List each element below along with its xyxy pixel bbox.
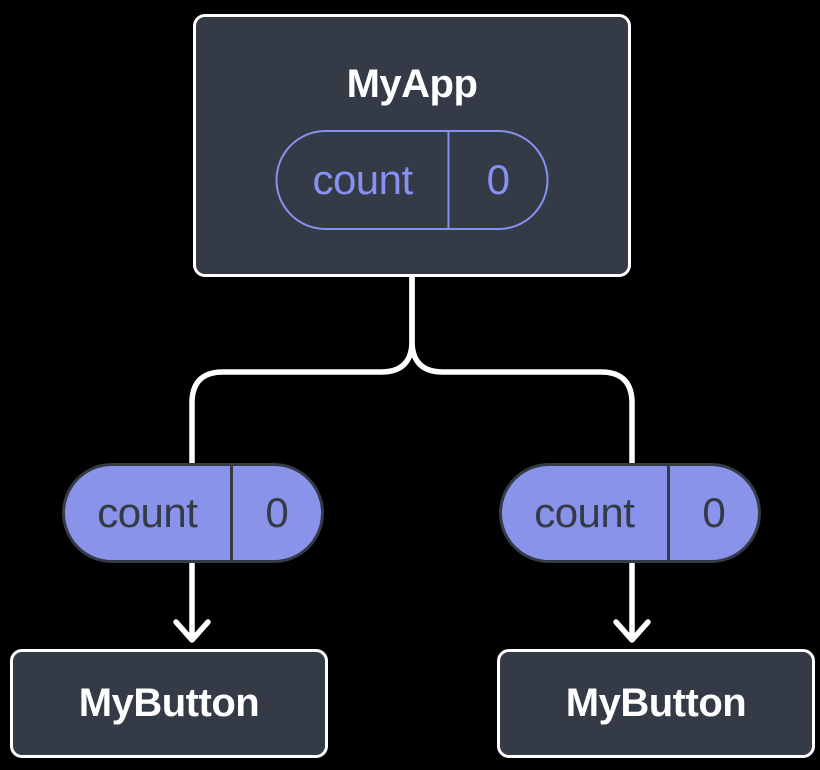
state-name: count xyxy=(502,466,670,560)
state-pill-left-prop: count 0 xyxy=(62,463,324,563)
node-myapp: MyApp count 0 xyxy=(193,14,631,277)
state-name: count xyxy=(65,466,233,560)
node-title: MyButton xyxy=(565,681,747,725)
node-title: MyApp xyxy=(346,62,478,106)
edge-root-to-right-branch xyxy=(409,274,635,641)
arrow-down-icon xyxy=(613,619,651,643)
state-pill-right-prop: count 0 xyxy=(499,463,761,563)
state-value: 0 xyxy=(486,156,510,203)
edge-root-to-left-branch xyxy=(189,274,415,641)
node-mybutton-left: MyButton xyxy=(10,649,328,758)
node-mybutton-right: MyButton xyxy=(497,649,815,758)
state-name: count xyxy=(278,132,450,228)
state-value: 0 xyxy=(265,489,289,536)
state-value: 0 xyxy=(702,489,726,536)
arrow-down-icon xyxy=(173,619,211,643)
state-pill-root: count 0 xyxy=(275,130,549,230)
node-title: MyButton xyxy=(78,681,260,725)
